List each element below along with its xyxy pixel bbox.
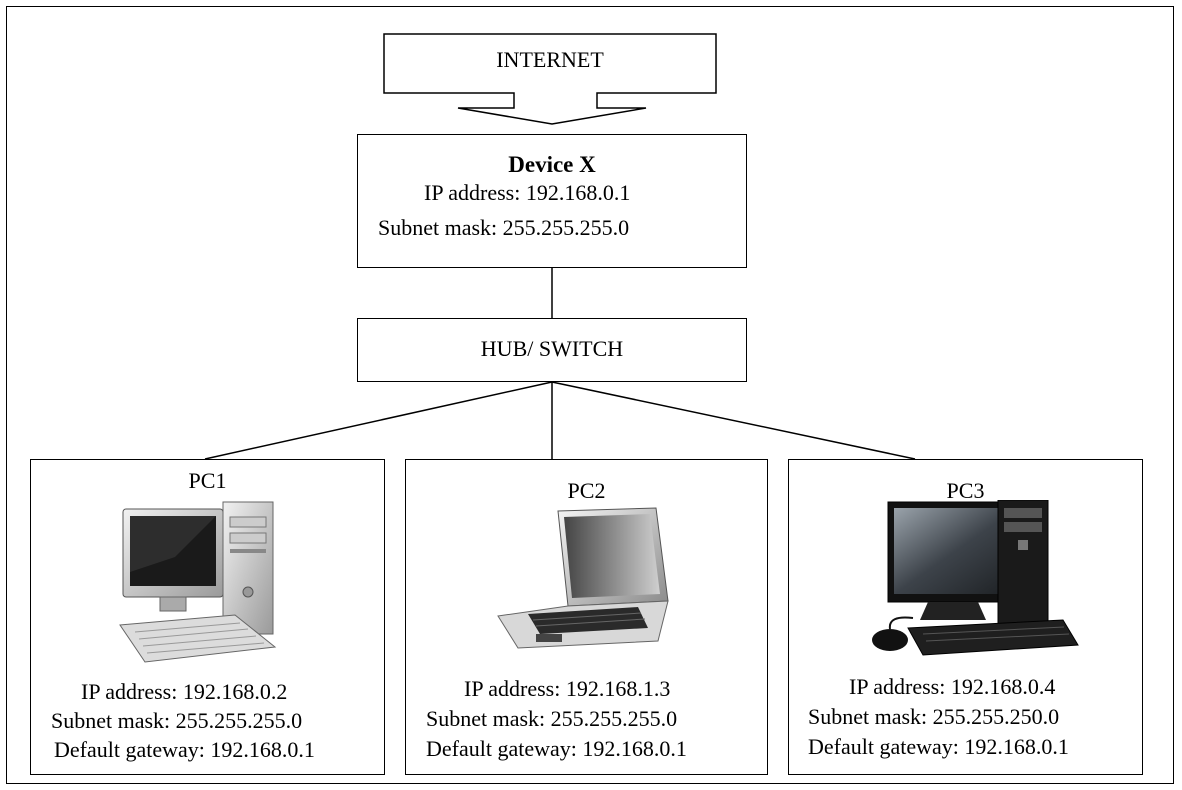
link-hub-to-pc1 <box>204 381 553 460</box>
pc1-mask: Subnet mask: 255.255.255.0 <box>51 708 303 733</box>
desktop-widescreen-icon <box>872 500 1079 656</box>
pc2-mask: Subnet mask: 255.255.255.0 <box>426 706 678 731</box>
internet-arrow-shape <box>383 33 717 125</box>
hub-switch-label: HUB/ SWITCH <box>480 336 624 361</box>
pc1-name: PC1 <box>188 468 227 493</box>
link-hub-to-pc3 <box>551 381 916 460</box>
pc3-gateway: Default gateway: 192.168.0.1 <box>808 734 1069 759</box>
pc2-ip: IP address: 192.168.1.3 <box>464 676 671 701</box>
device-x-ip: IP address: 192.168.0.1 <box>424 180 631 205</box>
pc3-name: PC3 <box>946 478 985 503</box>
diagram-frame <box>6 6 1174 784</box>
pc3-ip: IP address: 192.168.0.4 <box>849 674 1056 699</box>
internet-label: INTERNET <box>496 47 604 72</box>
device-x-mask: Subnet mask: 255.255.255.0 <box>378 215 630 240</box>
pc1-ip: IP address: 192.168.0.2 <box>81 679 288 704</box>
device-x-box <box>357 134 747 268</box>
pc3-mask: Subnet mask: 255.255.250.0 <box>808 704 1060 729</box>
device-x-title: Device X <box>508 152 596 177</box>
pc2-name: PC2 <box>567 478 606 503</box>
desktop-tower-icon <box>119 501 277 663</box>
pc1-gateway: Default gateway: 192.168.0.1 <box>54 737 315 762</box>
pc2-gateway: Default gateway: 192.168.0.1 <box>426 736 687 761</box>
laptop-icon <box>497 507 669 649</box>
hub-switch-box <box>357 318 747 382</box>
